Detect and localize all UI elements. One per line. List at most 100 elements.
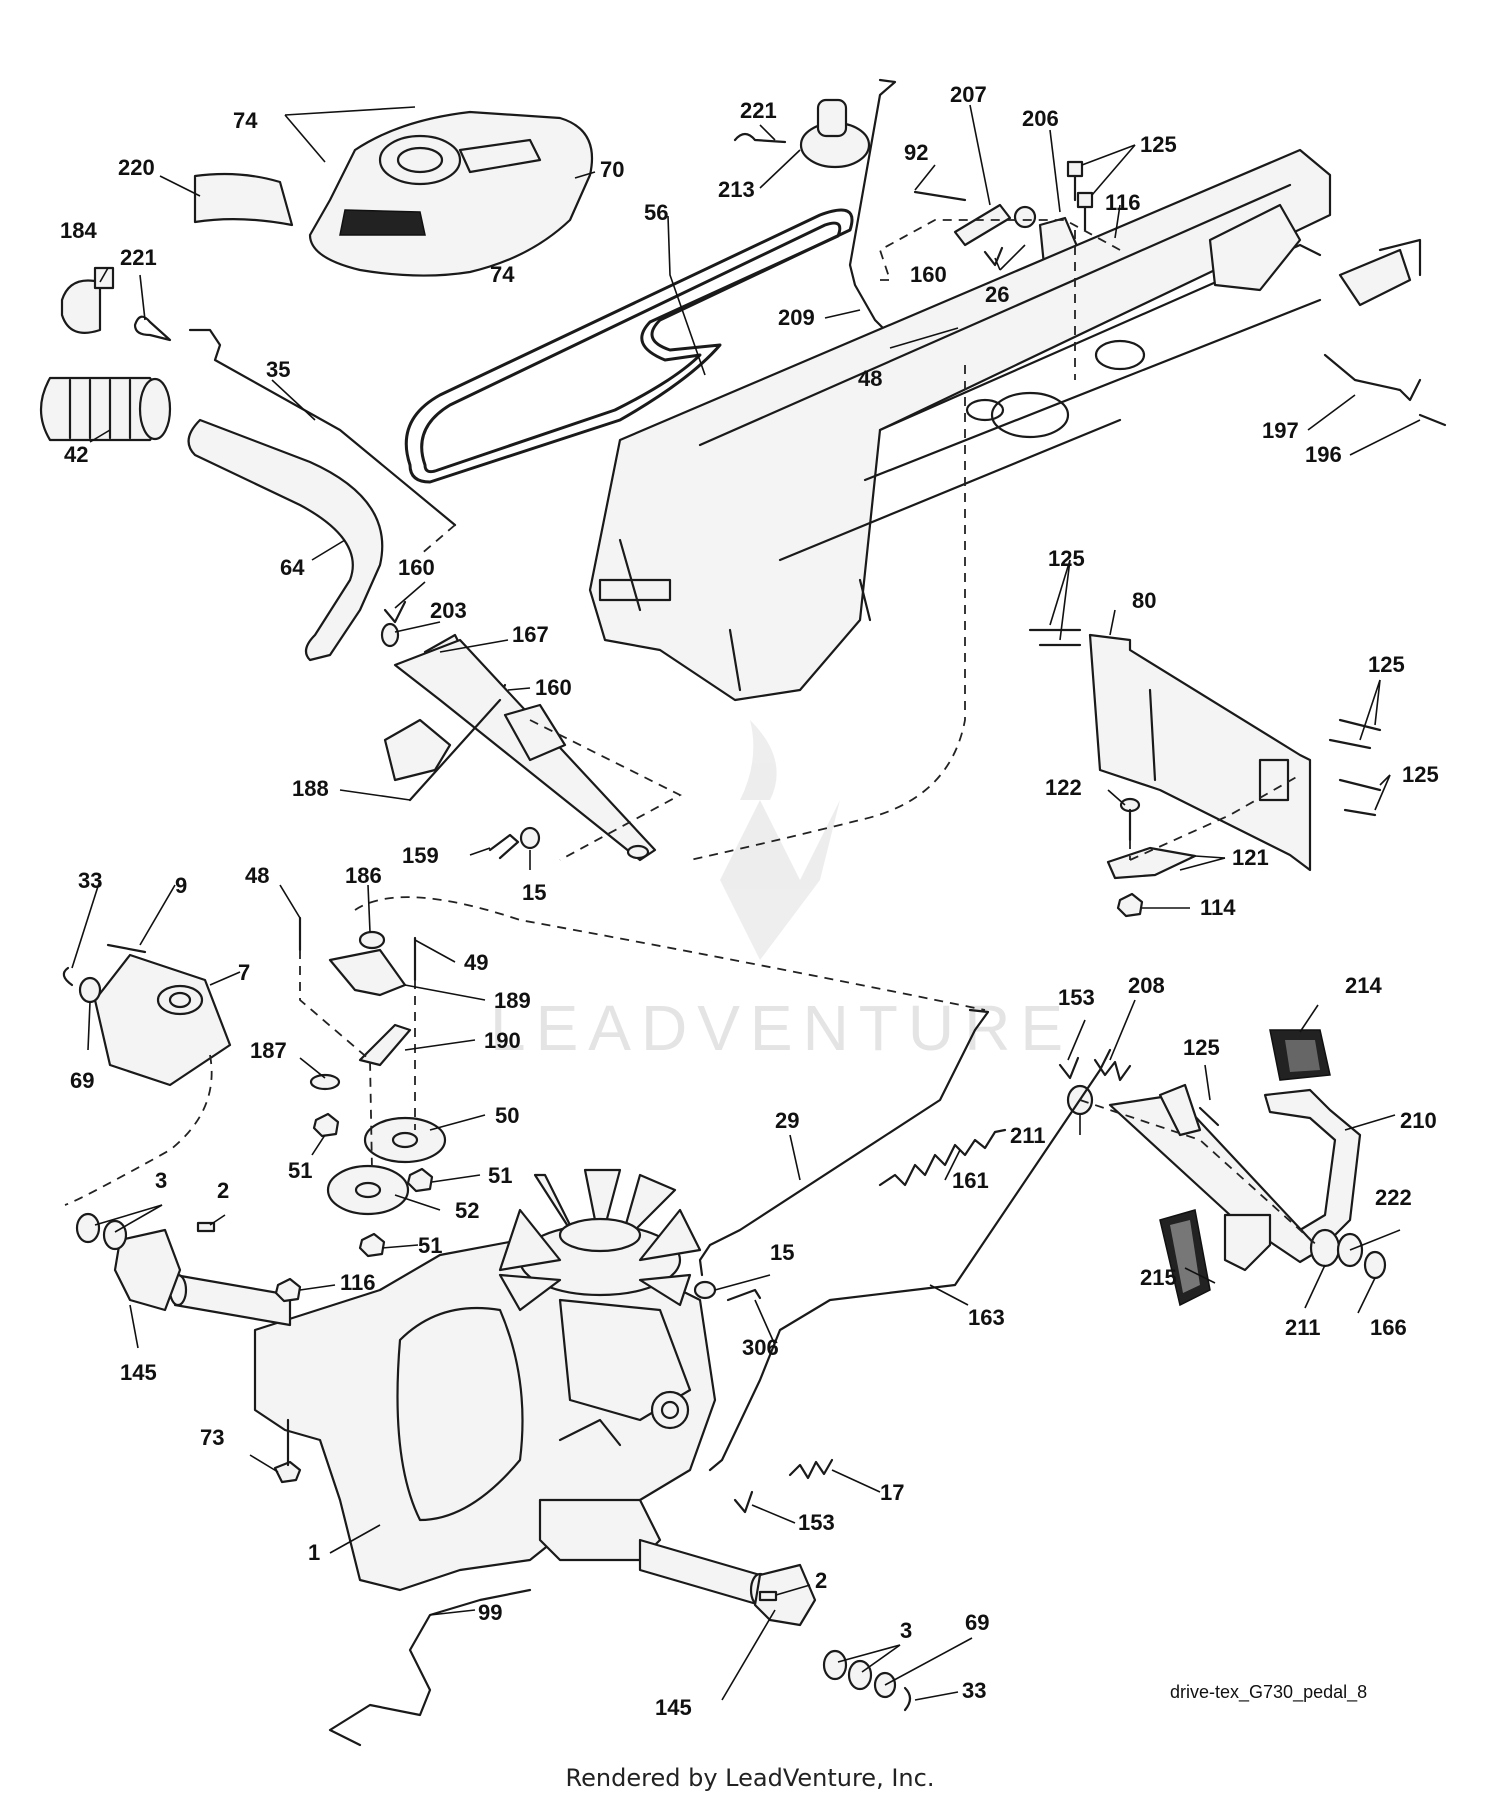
callout-48: 48 — [245, 863, 269, 888]
spring-208-part — [1093, 1058, 1132, 1082]
callout-114: 114 — [1200, 895, 1236, 920]
cotter-160-c-part — [983, 246, 1004, 267]
panel-cap-part — [193, 172, 294, 227]
nut-51-c-part — [358, 1232, 386, 1258]
callout-166: 166 — [1370, 1315, 1407, 1340]
bracket-190-part — [358, 1023, 412, 1067]
callout-209: 209 — [778, 305, 815, 330]
callout-210: 210 — [1400, 1108, 1437, 1133]
dash-cover-part — [308, 110, 594, 277]
footer-credit: Rendered by LeadVenture, Inc. — [565, 1764, 935, 1792]
bolt-125-top-part — [1066, 160, 1094, 232]
callout-7: 7 — [238, 960, 250, 985]
pulley-50-part — [363, 1116, 447, 1164]
washer-187-part — [309, 1073, 341, 1091]
bolt-125-side-part — [1028, 628, 1382, 817]
callout-3: 3 — [155, 1168, 167, 1193]
callout-125: 125 — [1048, 546, 1085, 571]
callout-213: 213 — [718, 177, 755, 202]
callout-35: 35 — [266, 357, 290, 382]
callout-206: 206 — [1022, 106, 1059, 131]
callout-99: 99 — [478, 1600, 502, 1625]
callout-187: 187 — [250, 1038, 287, 1063]
callout-26: 26 — [985, 282, 1009, 307]
callout-159: 159 — [402, 843, 439, 868]
callout-207: 207 — [950, 82, 987, 107]
spring-17-part — [788, 1458, 834, 1480]
retaining-ring-33-lower-part — [903, 1686, 912, 1712]
callout-51: 51 — [288, 1158, 312, 1183]
watermark-text: LEADVENTURE — [490, 992, 1073, 1064]
callout-3: 3 — [900, 1618, 912, 1643]
callout-214: 214 — [1345, 973, 1382, 998]
callout-203: 203 — [430, 598, 467, 623]
connector-line — [64, 1054, 213, 1206]
callout-74: 74 — [490, 262, 515, 287]
pin-306-part — [726, 1288, 762, 1302]
callout-15: 15 — [770, 1240, 794, 1265]
callout-2: 2 — [217, 1178, 229, 1203]
callout-9: 9 — [175, 873, 187, 898]
washer-203-part — [380, 622, 400, 648]
rod-197-part — [1323, 353, 1422, 402]
washer-3-right-b-part — [847, 1659, 873, 1691]
callout-161: 161 — [952, 1168, 989, 1193]
washer-166-part — [1363, 1250, 1387, 1280]
clip-153-lower-part — [733, 1490, 754, 1514]
bracket-207-part — [953, 203, 1037, 247]
callout-222: 222 — [1375, 1185, 1412, 1210]
callout-29: 29 — [775, 1108, 799, 1133]
plate-121-part — [1106, 846, 1197, 880]
callout-64: 64 — [280, 555, 305, 580]
bolt-125-pedal-part — [1198, 1106, 1220, 1127]
connector-line — [354, 896, 986, 1011]
washer-3-left-b-part — [102, 1219, 128, 1251]
right-axle-part — [638, 1538, 771, 1608]
callout-184: 184 — [60, 218, 97, 243]
spring-161-part — [878, 1128, 1007, 1187]
callout-125: 125 — [1183, 1035, 1220, 1060]
callout-51: 51 — [488, 1163, 512, 1188]
nut-116-lower-part — [274, 1277, 302, 1303]
connector-line — [419, 524, 456, 556]
cooling-fan-part — [498, 1168, 702, 1312]
callout-33: 33 — [78, 868, 102, 893]
callout-306: 306 — [742, 1335, 779, 1360]
transaxle-1-part — [253, 1238, 717, 1592]
callout-122: 122 — [1045, 775, 1082, 800]
retaining-ring-33-part — [62, 966, 74, 987]
bolt-122-part — [1119, 797, 1141, 842]
shift-rod-part — [188, 328, 457, 527]
callout-48: 48 — [858, 366, 882, 391]
connector-line — [689, 365, 966, 861]
callout-49: 49 — [464, 950, 488, 975]
callout-15: 15 — [522, 880, 546, 905]
washer-3-left-a-part — [75, 1212, 101, 1244]
pin-92-part — [913, 190, 967, 202]
washer-3-right-a-part — [822, 1649, 848, 1681]
cotter-160-a-part — [383, 600, 407, 624]
left-axle-part — [168, 1273, 292, 1327]
pedal-shaft-188-part — [383, 638, 657, 862]
callout-92: 92 — [904, 140, 928, 165]
callout-125: 125 — [1402, 762, 1439, 787]
nut-114-part — [1116, 892, 1144, 918]
callout-211: 211 — [1285, 1315, 1321, 1340]
callout-121: 121 — [1232, 845, 1269, 870]
callout-74: 74 — [233, 108, 258, 133]
callout-116: 116 — [340, 1270, 376, 1295]
callout-189: 189 — [494, 988, 531, 1013]
callout-215: 215 — [1140, 1265, 1177, 1290]
watermark-logo — [720, 720, 840, 960]
hairpin-clip-part — [133, 315, 172, 342]
washer-69-part — [78, 976, 102, 1004]
callout-33: 33 — [962, 1678, 986, 1703]
callout-labels: 74 74 70 220 184 221 42 35 221 213 56 92… — [60, 82, 1439, 1720]
callout-1: 1 — [308, 1540, 320, 1565]
callout-160: 160 — [535, 675, 572, 700]
bypass-rod-99-part — [328, 1588, 532, 1747]
callout-50: 50 — [495, 1103, 519, 1128]
callout-2: 2 — [815, 1568, 827, 1593]
bushing-211-b-part — [1309, 1228, 1341, 1268]
